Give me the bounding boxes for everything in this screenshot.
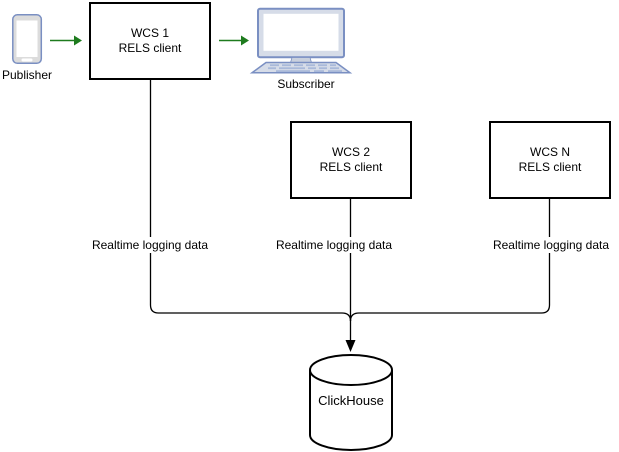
node-wcs1: WCS 1 RELS client: [89, 2, 211, 80]
connector-wcs2-to-clickhouse: [345, 199, 356, 352]
node-wcs2-subtitle: RELS client: [319, 160, 383, 174]
database-cylinder-icon: [309, 354, 393, 451]
node-wcsn-title: WCS N: [530, 145, 570, 159]
node-wcsn-subtitle: RELS client: [518, 160, 582, 174]
publisher-label: Publisher: [1, 68, 53, 82]
arrow-publisher-to-wcs1: [50, 35, 82, 46]
connector-wcsn-to-clickhouse: [349, 199, 551, 322]
node-wcs1-title: WCS 1: [130, 26, 169, 40]
subscriber-label: Subscriber: [277, 77, 335, 91]
smartphone-icon: [12, 14, 43, 65]
node-wcsn: WCS N RELS client: [489, 121, 611, 199]
clickhouse-label: ClickHouse: [318, 393, 384, 408]
edge-label-wcsn: Realtime logging data: [484, 237, 618, 253]
edge-label-wcs2: Realtime logging data: [267, 237, 401, 253]
node-wcs2: WCS 2 RELS client: [290, 121, 412, 199]
arrow-wcs1-to-subscriber: [219, 35, 249, 46]
edge-label-wcs1: Realtime logging data: [83, 237, 217, 253]
keyboard-keys: [268, 64, 342, 72]
connector-wcs1-to-clickhouse: [149, 80, 352, 322]
node-wcs1-subtitle: RELS client: [118, 41, 182, 55]
workstation-icon: [249, 7, 353, 74]
node-wcs2-title: WCS 2: [331, 145, 370, 159]
